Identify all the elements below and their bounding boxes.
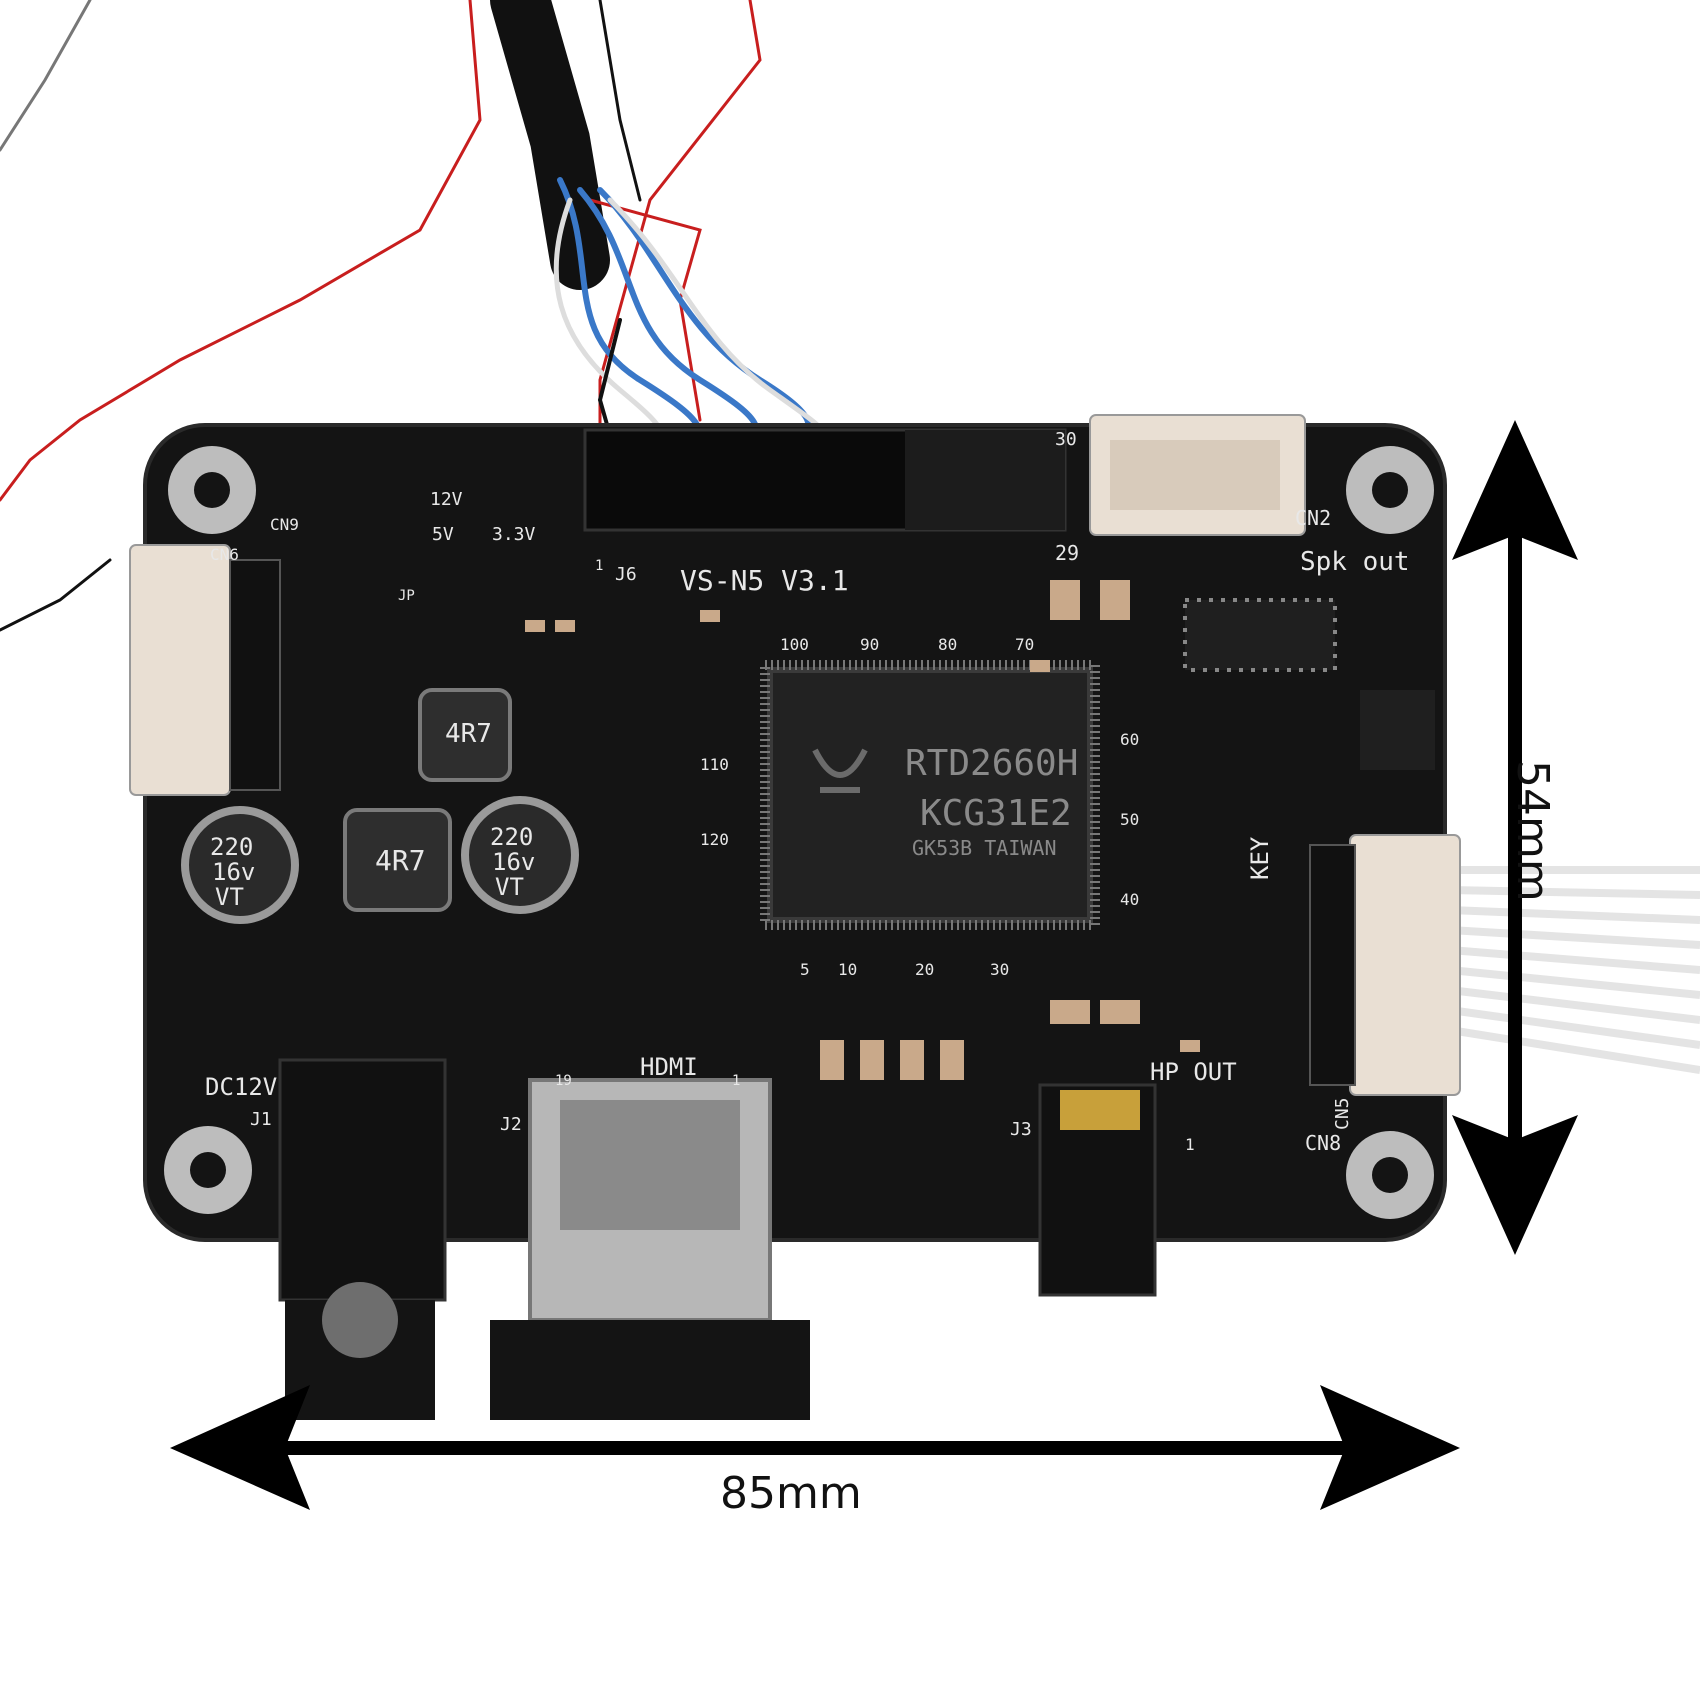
qfp-120: 120 <box>700 830 729 849</box>
qfp-70: 70 <box>1015 635 1034 654</box>
label-pin30: 30 <box>1055 429 1077 450</box>
label-j2: J2 <box>500 1114 522 1135</box>
board-model: VS-N5 V3.1 <box>680 564 849 597</box>
ribbon-wires <box>1449 866 1700 1074</box>
cap-left-l2: 16v <box>212 858 255 886</box>
label-j1: J1 <box>250 1109 272 1130</box>
smd-components <box>525 580 1200 1080</box>
label-5v: 5V <box>432 524 454 545</box>
qfp-10: 10 <box>838 960 857 979</box>
label-jp: JP <box>398 588 415 604</box>
label-hdmi: HDMI <box>640 1053 698 1081</box>
qfp-40: 40 <box>1120 890 1139 909</box>
chip-line3: GK53B TAIWAN <box>912 836 1057 860</box>
label-j3: J3 <box>1010 1119 1032 1140</box>
label-cn2: CN2 <box>1295 506 1331 530</box>
cap-right-l2: 16v <box>492 848 535 876</box>
mounting-holes <box>164 446 1434 1219</box>
label-12v: 12V <box>430 489 463 510</box>
qfp-100: 100 <box>780 635 809 654</box>
qfp-60: 60 <box>1120 730 1139 749</box>
inductor-bottom-label: 4R7 <box>375 844 426 877</box>
qfp-30: 30 <box>990 960 1009 979</box>
label-pin29: 29 <box>1055 541 1079 565</box>
inductor-top-label: 4R7 <box>445 719 492 749</box>
connector-cn6 <box>129 544 281 796</box>
qfp-5: 5 <box>800 960 810 979</box>
qfp-90: 90 <box>860 635 879 654</box>
label-3v3: 3.3V <box>492 524 536 545</box>
width-arrow <box>170 1385 1460 1510</box>
inductor-bottom: 4R7 <box>343 808 452 912</box>
label-pin1: 1 <box>595 558 603 574</box>
main-chip: RTD2660H KCG31E2 GK53B TAIWAN <box>760 660 1100 930</box>
realtek-logo <box>812 748 868 793</box>
label-cn6: CN6 <box>210 545 239 564</box>
label-hp-out: HP OUT <box>1150 1058 1237 1086</box>
label-cn8-pin1: 1 <box>1185 1135 1195 1154</box>
qfp-20-bottom: 20 <box>915 960 934 979</box>
dc-jack-j1 <box>278 1058 447 1420</box>
connector-cn5 <box>1309 834 1461 1096</box>
label-spk-out: Spk out <box>1300 547 1410 577</box>
hdmi-port-j2 <box>490 1078 810 1420</box>
qfp-80: 80 <box>938 635 957 654</box>
label-cn8: CN8 <box>1305 1131 1341 1155</box>
label-cn5: CN5 <box>1332 1097 1353 1130</box>
label-j6: J6 <box>615 564 637 585</box>
cap-left-l3: VT <box>215 883 244 911</box>
capacitor-right: 220 16v VT <box>461 796 579 914</box>
chip-line1: RTD2660H <box>905 743 1078 784</box>
label-key: KEY <box>1246 836 1274 880</box>
connector-cn2 <box>1089 414 1306 536</box>
inductor-top: 4R7 <box>418 688 512 782</box>
width-dimension-label: 85mm <box>720 1468 862 1519</box>
height-arrow <box>1452 420 1578 1255</box>
height-dimension-label: 54mm <box>1507 760 1558 902</box>
audio-jack-j3 <box>1038 1083 1157 1297</box>
label-hdmi-19: 19 <box>555 1073 572 1089</box>
cap-right-l3: VT <box>495 873 524 901</box>
ic-small-right <box>1360 690 1435 770</box>
chip-line2: KCG31E2 <box>920 793 1072 834</box>
capacitor-left: 220 16v VT <box>181 806 299 924</box>
qfp-50: 50 <box>1120 810 1139 829</box>
pin-header-j6 <box>583 428 1067 532</box>
qfp-110: 110 <box>700 755 729 774</box>
label-cn9: CN9 <box>270 515 299 534</box>
cap-right-l1: 220 <box>490 823 533 851</box>
label-hdmi-1: 1 <box>732 1073 740 1089</box>
ic-8pin <box>1183 598 1337 672</box>
label-dc12v: DC12V <box>205 1073 277 1101</box>
cap-left-l1: 220 <box>210 833 253 861</box>
silkscreen: VS-N5 V3.1 CN2 Spk out CN6 CN9 J6 1 29 3… <box>205 429 1410 1155</box>
